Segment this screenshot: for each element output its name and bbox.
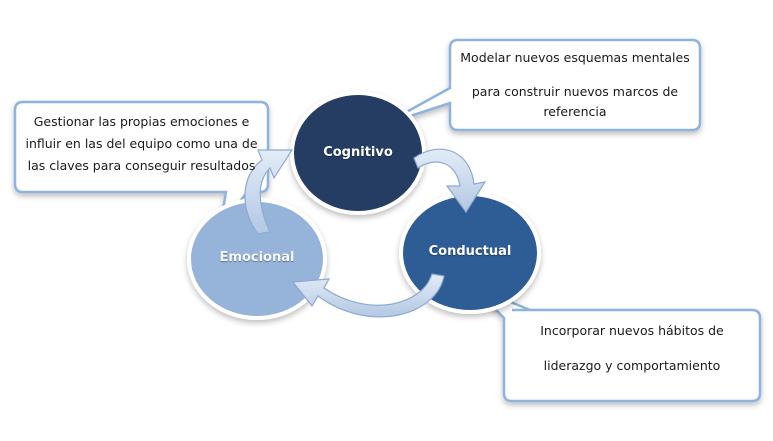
callout-top-right-line1: Modelar nuevos esquemas mentales <box>460 50 690 65</box>
callout-left-line1: Gestionar las propias emociones e <box>33 114 250 129</box>
callout-bottom-right-line1: Incorporar nuevos hábitos de <box>540 323 724 338</box>
node-cognitivo-fill <box>294 95 422 211</box>
callout-left-line3: las claves para conseguir resultados <box>27 158 256 173</box>
callout-top-right <box>382 38 702 132</box>
callout-bottom-right-line2: liderazgo y comportamiento <box>543 358 721 373</box>
callout-top-right-line3: referencia <box>543 104 607 119</box>
callout-top-right-line2: para construir nuevos marcos de <box>471 84 679 99</box>
arrow-emocional-to-cognitivo <box>244 149 294 235</box>
node-conductual-label: Conductual <box>428 244 512 259</box>
callout-bottom-right <box>473 285 762 403</box>
arrow-cognitivo-to-conductual <box>413 148 487 214</box>
node-emocional-fill <box>191 202 323 316</box>
node-cognitivo-label: Cognitivo <box>323 145 393 160</box>
arrow-conductual-to-emocional <box>291 273 445 318</box>
node-emocional-label: Emocional <box>219 250 295 265</box>
callout-left-line2: influir en las del equipo como una de <box>25 136 258 151</box>
